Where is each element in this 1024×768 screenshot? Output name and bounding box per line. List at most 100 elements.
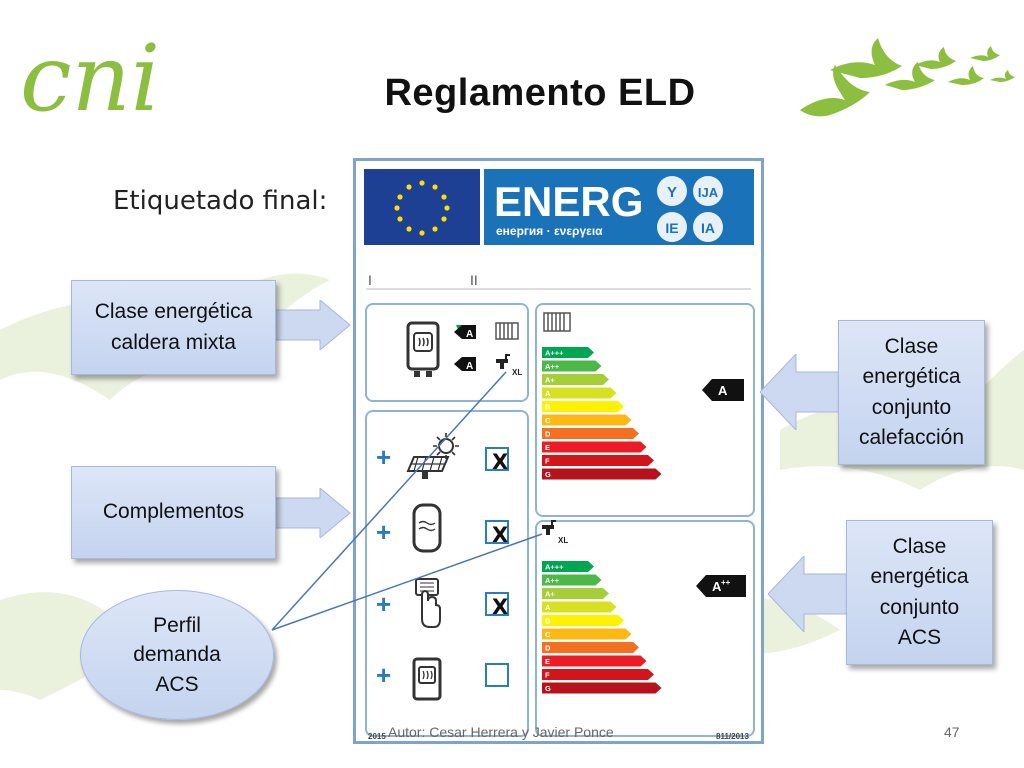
tank-icon: [412, 503, 442, 553]
energy-label-graphic: ENERG енергия · ενεργεια Y IJA IE IA I I…: [364, 169, 755, 741]
row-mark-i: I: [368, 272, 372, 288]
boiler-icon: [406, 321, 440, 377]
plus-icon: +: [376, 660, 391, 690]
plus-icon: +: [376, 589, 391, 619]
scale-label: F: [545, 457, 550, 466]
check-mark: X: [492, 523, 508, 547]
scale-bar-c: [542, 414, 632, 426]
lang-badge: Y: [667, 184, 677, 201]
arrow-right: [274, 488, 351, 538]
lang-badge: IE: [665, 220, 678, 236]
callout-line: calefacción: [858, 425, 965, 449]
lang-badge: IA: [701, 220, 715, 236]
row-mark-ii: II: [470, 272, 478, 288]
scale-bar-b: [542, 401, 624, 412]
profile-line: Perfil: [153, 613, 201, 637]
energy-header-sub: енергия · ενεργεια: [496, 224, 603, 238]
scale-bar-f: [542, 669, 654, 680]
label-footer-regulation: 811/2013: [716, 732, 749, 741]
dhw-package-class-sup: ++: [721, 578, 731, 587]
scale-label: E: [545, 657, 550, 666]
language-badges: Y IJA IE IA: [657, 176, 723, 242]
scale-bar-ap: [542, 588, 609, 599]
callout-complements: Complementos: [71, 466, 276, 559]
energy-label: ENERG енергия · ενεργεια Y IJA IE IA I I…: [353, 158, 764, 744]
tap-profile: XL: [558, 536, 568, 545]
callout-line: Clase: [884, 334, 939, 358]
callout-dhw-class: Clase energética conjunto ACS: [846, 520, 993, 665]
callout-boiler-class: Clase energética caldera mixta: [71, 280, 276, 375]
footer-author: Autor: Cesar Herrera y Javier Ponce: [388, 724, 614, 740]
scale-label: B: [545, 617, 551, 626]
check-mark: X: [492, 450, 508, 474]
scale-label: G: [545, 684, 551, 693]
profile-line: demanda: [133, 643, 221, 667]
boiler-heating-class-bg: [454, 325, 476, 339]
scale-bar-appp: [542, 347, 594, 358]
controller-icon: [415, 578, 441, 628]
callout-line: Clase: [892, 534, 947, 558]
scale-bar-d: [542, 428, 639, 439]
heating-package-class: A: [718, 383, 728, 398]
scale-label: G: [545, 470, 551, 479]
scale-bar-g: [542, 468, 662, 480]
plus-icon: +: [376, 517, 391, 547]
heating-package-arrow: [702, 379, 744, 401]
logo-text: cni: [20, 28, 160, 128]
scale-label: D: [545, 644, 551, 653]
callout-line: conjunto: [871, 395, 952, 419]
scale-bar-c: [542, 628, 632, 640]
page-number: 47: [944, 724, 960, 740]
lang-badge: IJA: [698, 185, 719, 200]
check-mark: X: [492, 595, 508, 619]
scale-bar-f: [542, 455, 654, 466]
label-footer-year: 2015: [368, 732, 386, 741]
cni-logo: cni: [20, 28, 160, 128]
scale-bar-app: [542, 574, 602, 586]
tap-profile: XL: [512, 368, 522, 377]
callout-profile-ellipse: Perfil demanda ACS: [80, 590, 274, 720]
eu-stars: [394, 180, 450, 236]
energy-header-word: ENERG: [494, 178, 643, 225]
scale-label: A+: [545, 590, 555, 599]
scale-bar-appp: [542, 561, 594, 572]
scale-bar-e: [542, 441, 647, 453]
boiler-dhw-class-bg: [454, 357, 476, 371]
scale-label: A++: [545, 362, 560, 371]
scale-label: E: [545, 443, 550, 452]
scale-label: D: [545, 430, 551, 439]
callout-line: conjunto: [879, 595, 960, 619]
tap-icon: [496, 354, 510, 369]
callout-line: energética: [870, 565, 969, 589]
connector-line: [271, 371, 507, 631]
arrow-left: [768, 556, 849, 632]
scale-label: A+++: [545, 349, 564, 358]
dhw-package-class: A: [712, 579, 722, 594]
radiator-icon: [495, 322, 519, 340]
scale-bar-a: [542, 387, 617, 399]
scale-bar-ap: [542, 374, 609, 385]
scale-label: F: [545, 671, 550, 680]
scale-bar-b: [542, 615, 624, 626]
scale-label: B: [545, 403, 551, 412]
page-title: Reglamento ELD: [384, 72, 696, 114]
callout-heating-class: Clase energética conjunto calefacción: [838, 320, 985, 465]
boiler-small-icon: [412, 657, 442, 701]
callout-boiler-class-text: Clase energética caldera mixta: [94, 300, 253, 354]
complements-panel: [365, 410, 529, 737]
checkboxes: [485, 447, 509, 687]
boiler-heating-class: A: [466, 329, 473, 340]
birds-logo: [800, 38, 1015, 117]
scale-label: C: [545, 416, 551, 425]
callout-line: energética: [862, 365, 961, 389]
arrow-left: [760, 354, 841, 430]
scale-label: A+++: [545, 563, 564, 572]
scale-label: A+: [545, 376, 555, 385]
boiler-dhw-class: A: [466, 361, 473, 372]
scale-bar-g: [542, 682, 662, 694]
arrow-right: [274, 300, 351, 350]
scale-bar-e: [542, 655, 647, 667]
